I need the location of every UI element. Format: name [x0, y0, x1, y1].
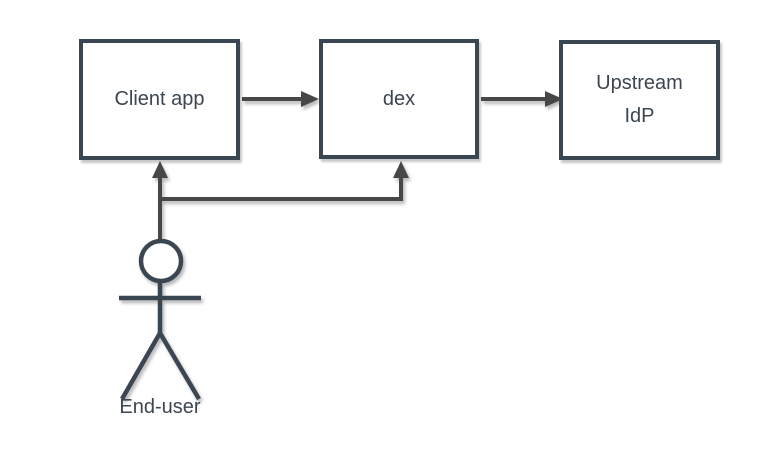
arrow-dex-to-upstream-idp [481, 91, 563, 107]
arrow-end-user-to-client-app [152, 161, 168, 239]
node-client-app: Client app [79, 39, 240, 160]
node-upstream-idp: Upstream IdP [559, 40, 720, 160]
node-dex-label: dex [382, 87, 416, 110]
node-upstream-idp-label: Upstream IdP [596, 72, 683, 127]
arrow-end-user-to-dex [160, 161, 409, 201]
end-user-label: End-user [119, 396, 201, 418]
arrow-client-app-to-dex [242, 91, 319, 107]
node-dex: dex [319, 39, 479, 159]
node-client-app-label: Client app [114, 88, 205, 110]
end-user-actor-icon [119, 238, 201, 401]
